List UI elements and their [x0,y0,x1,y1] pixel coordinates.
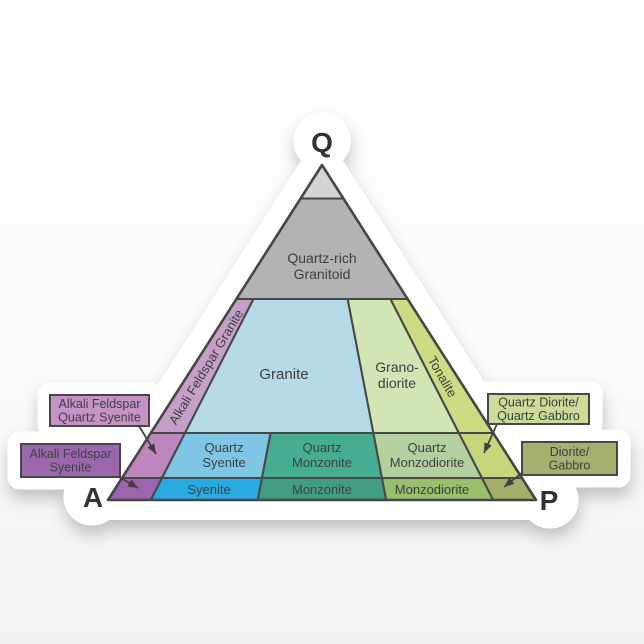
callout-afqs-line2: Quartz Syenite [58,411,141,425]
callout-afs-line2: Syenite [50,461,92,475]
corner-a: A [83,482,103,513]
callout-dg-line1: Diorite/ [550,445,590,459]
label-quartz-syenite-line2: Syenite [202,455,245,470]
callout-box-quartz-diorite-gabbro [487,393,590,425]
label-quartz-syenite-line1: Quartz [204,440,243,455]
label-quartz-rich-line2: Granitoid [294,266,351,282]
callout-box-diorite-gabbro [521,441,618,476]
callout-qdqg-line2: Quartz Gabbro [497,409,580,423]
label-quartz-monzodiorite-line1: Quartz [407,440,446,455]
callout-qdqg-line1: Quartz Diorite/ [498,396,579,410]
label-quartz-monzodiorite-line2: Monzodiorite [390,455,464,470]
corner-p: P [540,485,559,516]
corner-q: Q [311,127,333,158]
label-granodiorite-line1: Grano- [375,359,419,375]
label-monzonite: Monzonite [292,482,352,497]
label-syenite: Syenite [187,482,230,497]
callout-arrow-qdqg [483,423,498,454]
label-quartz-monzonite-line1: Quartz [302,440,341,455]
label-quartz-rich-line1: Quartz-rich [287,250,356,266]
callout-arrow-dg [503,471,524,488]
callout-box-alkali-feldspar-syenite [20,443,121,478]
label-quartz-monzonite-line2: Monzonite [292,455,352,470]
triangle-outline [106,163,538,502]
callout-box-alkali-feldspar-quartz-syenite [49,394,150,427]
callouts: Alkali Feldspar Quartz Syenite Alkali Fe… [20,393,618,489]
callout-arrow-afqs [138,425,157,455]
callout-arrow-afs [118,476,139,489]
label-granite: Granite [259,366,308,383]
qapf-diagram [106,163,538,502]
label-monzodiorite: Monzodiorite [395,482,469,497]
corner-letters: Q A P [83,127,558,516]
callout-afqs-line1: Alkali Feldspar [59,397,141,411]
callout-dg-line2: Gabbro [549,459,591,473]
callout-afs-line1: Alkali Feldspar [30,447,112,461]
label-granodiorite-line2: diorite [378,375,416,391]
